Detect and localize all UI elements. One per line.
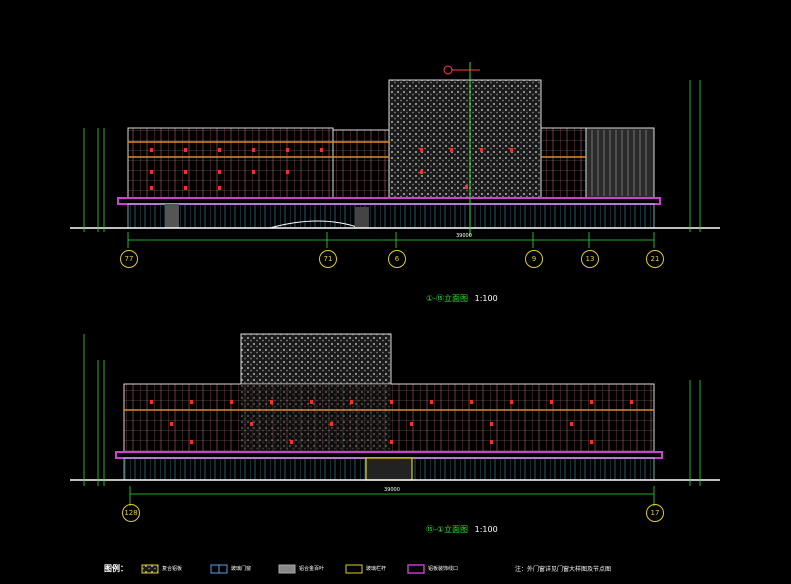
elev1-total-dim: 39000	[456, 233, 472, 239]
tower-facade-2	[240, 333, 392, 385]
legend-swatches	[141, 564, 425, 574]
legend-swatch-2	[278, 564, 296, 574]
elev2-scale: 1:100	[474, 525, 498, 534]
legend-item-0: 复合铝板	[162, 566, 183, 572]
axis-bubble: 13	[581, 250, 599, 268]
canopy	[117, 197, 661, 205]
ground-glazing	[127, 203, 655, 229]
right-block	[540, 127, 592, 199]
legend-swatch-0	[141, 564, 159, 574]
legend-item-2: 铝合金百叶	[299, 566, 325, 572]
legend-note: 注：外门窗详见门窗大样图及节点图	[515, 566, 612, 573]
elev1-title-block: ①-⑮立面图 1:100	[426, 293, 498, 304]
legend-title: 图例：	[104, 564, 128, 573]
elev1-scale: 1:100	[474, 294, 498, 303]
axis-bubble: 21	[646, 250, 664, 268]
legend-item-4: 铝板装饰线口	[428, 566, 459, 572]
left-block	[127, 127, 334, 199]
axis-bubble: 17	[646, 504, 664, 522]
legend-item-1: 玻璃门窗	[231, 566, 252, 572]
axis-bubble: 9	[525, 250, 543, 268]
elevation-2	[70, 333, 720, 506]
legend: 图例：	[104, 563, 128, 574]
elev1-title: ①-⑮立面图	[426, 294, 469, 303]
elev2-title-block: ⑮-①立面图 1:100	[426, 524, 498, 535]
right-louver-block	[585, 127, 655, 199]
elev2-title: ⑮-①立面图	[426, 525, 469, 534]
legend-item-3: 玻璃栏杆	[366, 566, 387, 572]
elev2-total-dim: 39000	[384, 487, 400, 493]
legend-swatch-4	[407, 564, 425, 574]
legend-swatch-3	[345, 564, 363, 574]
elevation-1	[70, 62, 720, 248]
canopy-2	[115, 451, 663, 459]
axis-bubble: 77	[120, 250, 138, 268]
tower-facade	[388, 79, 542, 199]
axis-bubble: 128	[122, 504, 140, 522]
axis-bubble: 71	[319, 250, 337, 268]
middle-block	[332, 129, 390, 199]
axis-bubble: 6	[388, 250, 406, 268]
